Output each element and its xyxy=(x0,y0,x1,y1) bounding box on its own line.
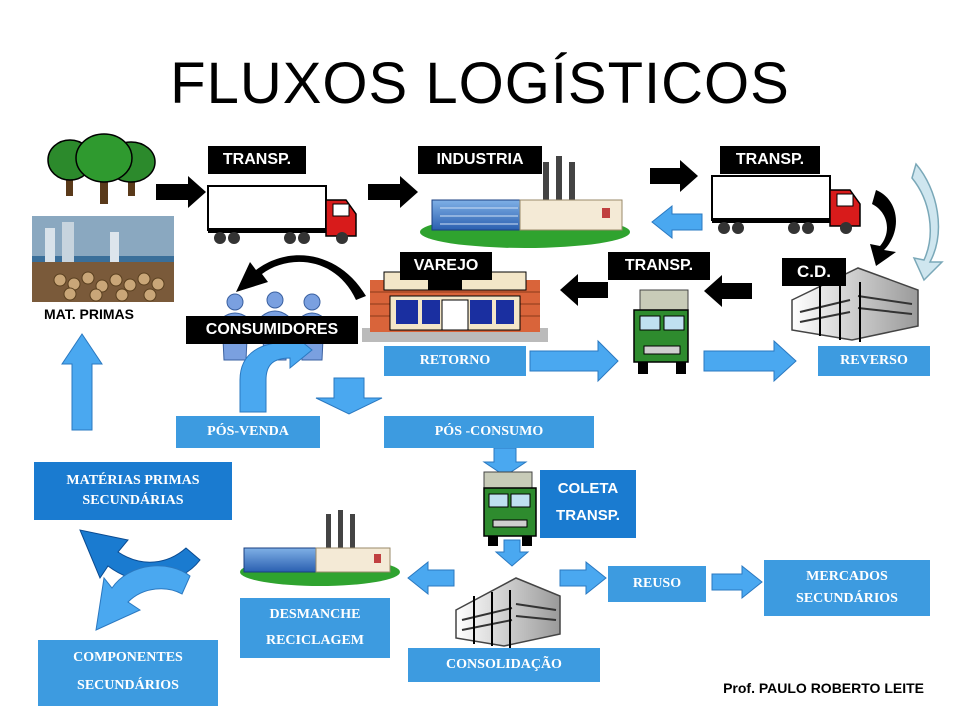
label-cd: C.D. xyxy=(782,258,846,286)
store-icon xyxy=(362,271,548,342)
curved-arrow-light xyxy=(911,162,944,282)
recycling-factory-icon xyxy=(240,510,400,586)
label-reciclagem: RECICLAGEM xyxy=(265,633,364,648)
curved-arrow-down xyxy=(95,565,191,631)
trees-icon xyxy=(47,133,156,204)
label-mat-primas: MAT. PRIMAS xyxy=(44,306,134,322)
down-arrow-coleta xyxy=(482,447,528,477)
curved-arrow-dark xyxy=(870,190,896,266)
factory-icon xyxy=(420,156,630,248)
arrow-to-desmanche xyxy=(407,560,455,596)
label-mercados-secundarios: MERCADOS SECUNDÁRIOS xyxy=(764,560,930,616)
curved-arrow-consumers xyxy=(236,255,366,300)
label-transp-2: TRANSP. xyxy=(720,146,820,174)
truck-2-icon xyxy=(711,175,861,234)
up-arrow-mat-primas xyxy=(61,333,103,431)
label-transp-3: TRANSP. xyxy=(608,252,710,280)
arrow-to-reuso xyxy=(559,560,607,596)
consolidation-building-icon xyxy=(455,577,561,648)
arrow-to-mercados xyxy=(711,564,763,600)
label-materias-primas-secundarias: MATÉRIAS PRIMAS SECUNDÁRIAS xyxy=(34,462,232,520)
pos-venda-arrow xyxy=(239,330,313,413)
down-arrow-consolidacao xyxy=(494,539,530,567)
return-arrow-light xyxy=(651,204,703,240)
label-coleta-transp-2: TRANSP. xyxy=(556,507,620,524)
label-coleta-transp: COLETA TRANSP. xyxy=(540,470,636,538)
label-desmanche-reciclagem: DESMANCHE RECICLAGEM xyxy=(240,598,390,658)
label-mercados-2: SECUNDÁRIOS xyxy=(796,591,898,606)
forward-arrows xyxy=(156,160,752,307)
author-credit: Prof. PAULO ROBERTO LEITE xyxy=(723,680,924,696)
down-arrow-consumo xyxy=(315,377,383,415)
green-truck-icon xyxy=(633,289,689,374)
raw-materials-photo xyxy=(32,216,174,302)
label-coleta: COLETA xyxy=(557,480,619,497)
reverse-flow-arrows xyxy=(529,339,797,383)
label-pos-venda: PÓS-VENDA xyxy=(176,416,320,448)
label-reuso: REUSO xyxy=(608,566,706,602)
label-industria: INDUSTRIA xyxy=(418,146,542,174)
distribution-center-icon xyxy=(791,267,919,342)
label-mercados: MERCADOS xyxy=(806,569,888,584)
label-varejo: VAREJO xyxy=(400,252,492,280)
label-consolidacao: CONSOLIDAÇÃO xyxy=(408,648,600,682)
label-consumidores: CONSUMIDORES xyxy=(186,316,358,344)
label-componentes-secundarios: COMPONENTES SECUNDÁRIOS xyxy=(38,640,218,706)
truck-1-icon xyxy=(207,185,357,244)
label-mp-sec-1: MATÉRIAS PRIMAS xyxy=(66,473,200,488)
label-reverso: REVERSO xyxy=(818,346,930,376)
label-mp-sec-2: SECUNDÁRIAS xyxy=(82,493,184,508)
label-retorno: RETORNO xyxy=(384,346,526,376)
label-desmanche: DESMANCHE xyxy=(269,607,361,622)
label-comp-sec-2: SECUNDÁRIOS xyxy=(77,678,179,693)
label-transp-1: TRANSP. xyxy=(208,146,306,174)
label-comp-sec-1: COMPONENTES xyxy=(73,650,183,665)
collection-truck-icon xyxy=(483,471,537,546)
label-pos-consumo: PÓS -CONSUMO xyxy=(384,416,594,448)
page-title: FLUXOS LOGÍSTICOS xyxy=(170,51,790,116)
